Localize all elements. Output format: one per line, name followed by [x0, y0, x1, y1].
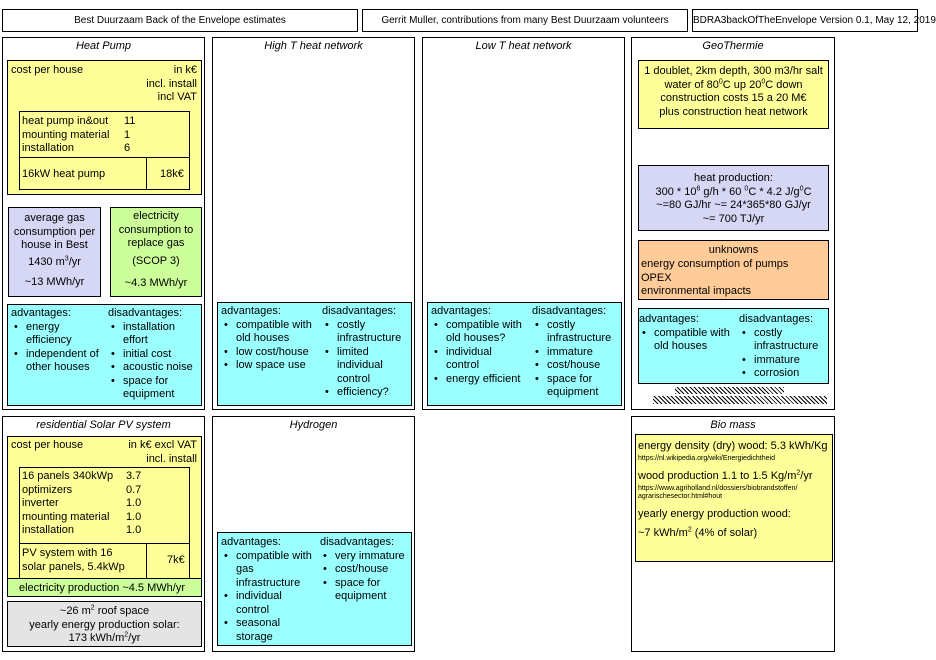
disadvantages: disadvantages: very immature cost/house … [320, 536, 405, 604]
cost-label: cost per house [11, 64, 84, 76]
geo-spec-box: 1 doublet, 2km depth, 300 m3/hr salt wat… [638, 60, 829, 129]
gas-consumption-box: average gas consumption per house in Bes… [8, 207, 101, 297]
panel-heat-pump: Heat Pump cost per house in k€ incl. ins… [2, 37, 205, 410]
roof-space-box: ~26 m2 roof space yearly energy producti… [7, 601, 202, 647]
header-version: BDRA3backOfTheEnvelope Version 0.1, May … [692, 9, 936, 32]
production-text: wood production 1.1 to 1.5 Kg/m2/yr [638, 469, 813, 482]
panel-title: Low T heat network [475, 40, 572, 52]
total-value: 18k€ [160, 168, 184, 180]
yearly-value: ~7 kWh/m2 (4% of solar) [638, 526, 758, 539]
advantages: advantages: compatible with old houses l… [221, 305, 312, 373]
advantages: advantages: compatible with old houses [639, 313, 730, 354]
cost-item-list: heat pump in&out mounting material insta… [22, 115, 110, 154]
total-label: PV system with 16 solar panels, 5.4kWp [22, 547, 125, 573]
cost-box: cost per house in k€ incl. install incl … [7, 60, 202, 195]
header-author: Gerrit Muller, contributions from many B… [362, 9, 688, 32]
panel-title: residential Solar PV system [36, 419, 171, 431]
heat-production-box: heat production: 300 * 106 g/h * 60 0C *… [638, 165, 829, 231]
cost-item-values: 3.7 0.7 1.0 1.0 1.0 [126, 470, 142, 536]
panel-geothermie: GeoThermie 1 doublet, 2km depth, 300 m3/… [631, 37, 835, 410]
cost-units: in k€ excl VAT incl. install [128, 439, 197, 465]
disadvantages: disadvantages: costly infrastructure lim… [322, 305, 401, 400]
panel-title: High T heat network [264, 40, 363, 52]
panel-solar-pv: residential Solar PV system cost per hou… [2, 416, 205, 652]
header-title: Best Duurzaam Back of the Envelope estim… [2, 9, 358, 32]
panel-title: Hydrogen [289, 419, 338, 431]
source-link[interactable]: https://nl.wikipedia.org/wiki/Energiedic… [638, 455, 775, 462]
cost-box: cost per house in k€ excl VAT incl. inst… [7, 436, 202, 590]
cost-item-values: 11 1 6 [124, 115, 136, 154]
total-label: 16kW heat pump [22, 168, 106, 180]
source-link[interactable]: https://www.agriholland.nl/dossiers/biob… [638, 485, 798, 500]
advantages: advantages: compatible with old houses? … [431, 305, 522, 386]
biomass-box: energy density (dry) wood: 5.3 kWh/Kg ht… [635, 434, 833, 562]
cost-items-box: 16 panels 340kWp optimizers inverter mou… [19, 467, 190, 584]
total-value: 7k€ [167, 554, 185, 566]
cost-label: cost per house [11, 439, 84, 451]
panel-bio-mass: Bio mass energy density (dry) wood: 5.3 … [631, 416, 835, 652]
hatch-pattern [675, 387, 784, 394]
pros-cons-box: advantages: compatible with gas infrastr… [217, 532, 412, 646]
pros-cons-box: advantages: compatible with old houses l… [217, 302, 412, 406]
yearly-label: yearly energy production wood: [638, 508, 791, 520]
pros-cons-box: advantages: energy efficiency independen… [7, 304, 202, 406]
pros-cons-box: advantages: compatible with old houses? … [427, 302, 622, 406]
disadvantages: disadvantages: costly infrastructure imm… [532, 305, 611, 400]
disadvantages: disadvantages: installation effort initi… [108, 307, 193, 402]
pros-cons-box: advantages: compatible with old houses d… [638, 308, 829, 384]
disadvantages: disadvantages: costly infrastructure imm… [739, 313, 818, 381]
hatch-pattern [653, 396, 827, 404]
panel-high-t-heat-network: High T heat network advantages: compatib… [212, 37, 415, 410]
cost-items-box: heat pump in&out mounting material insta… [19, 111, 190, 190]
panel-title: Heat Pump [75, 40, 132, 52]
cost-units: in k€ incl. install incl VAT [146, 64, 197, 103]
panel-low-t-heat-network: Low T heat network advantages: compatibl… [422, 37, 625, 410]
cost-item-list: 16 panels 340kWp optimizers inverter mou… [22, 470, 114, 536]
panel-title: GeoThermie [702, 40, 764, 52]
unknowns-box: unknowns energy consumption of pumps OPE… [638, 240, 829, 300]
panel-title: Bio mass [710, 419, 756, 431]
advantages: advantages: compatible with gas infrastr… [221, 536, 312, 644]
electricity-consumption-box: electricity consumption to replace gas (… [110, 207, 202, 297]
advantages: advantages: energy efficiency independen… [11, 307, 99, 375]
density-text: energy density (dry) wood: 5.3 kWh/Kg [638, 440, 828, 452]
electricity-production-box: electricity production ~4.5 MWh/yr [7, 578, 202, 597]
panel-hydrogen: Hydrogen advantages: compatible with gas… [212, 416, 415, 652]
